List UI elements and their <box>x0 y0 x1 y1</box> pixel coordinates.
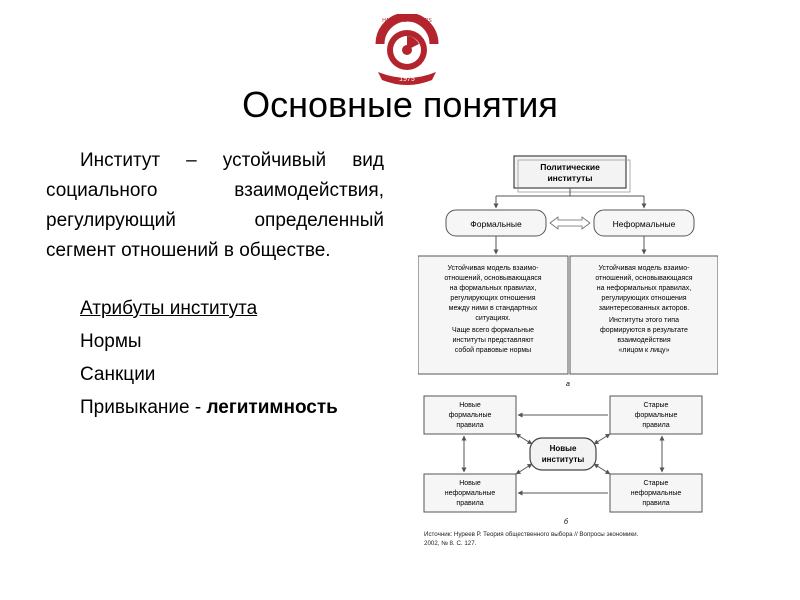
top-box-line1: Политические <box>540 162 600 172</box>
svg-text:неформальные: неформальные <box>445 490 496 497</box>
svg-text:Старые: Старые <box>644 480 669 487</box>
diagram-a: Политические институты Формальные Неформ… <box>418 155 718 388</box>
svg-text:между ними в стандартных: между ними в стандартных <box>449 305 538 312</box>
svg-text:Институты этого типа: Институты этого типа <box>609 317 679 324</box>
svg-text:правила: правила <box>456 422 483 429</box>
formal-description-box <box>418 255 569 375</box>
diagram-b: Новые формальные правила Старые формальн… <box>423 395 703 526</box>
logo-motto: HABEMUS TALENTIS <box>382 18 432 24</box>
svg-text:Устойчивая модель взаимо-: Устойчивая модель взаимо- <box>599 264 691 272</box>
old-formal-box <box>609 395 703 435</box>
top-box-line2: институты <box>547 173 592 183</box>
university-logo: HABEMUS TALENTIS 1975 <box>375 14 439 85</box>
informal-description: Устойчивая модель взаимо- отношений, осн… <box>595 264 692 354</box>
attributes-list: Атрибуты института Нормы Санкции Привыка… <box>80 292 338 424</box>
svg-text:формальные: формальные <box>449 412 492 419</box>
new-institutions-box <box>529 437 597 471</box>
formal-description: Устойчивая модель взаимо- отношений, осн… <box>444 264 541 354</box>
svg-text:Старые: Старые <box>644 402 669 409</box>
svg-text:отношений, основывающаяся: отношений, основывающаяся <box>444 274 541 282</box>
svg-text:ситуациях.: ситуациях. <box>475 315 510 322</box>
svg-text:Новые: Новые <box>550 444 577 453</box>
svg-text:правила: правила <box>456 500 483 507</box>
informal-label: Неформальные <box>613 219 676 229</box>
double-arrow <box>549 216 591 230</box>
svg-text:Новые: Новые <box>459 480 481 487</box>
svg-text:регулирующих отношения: регулирующих отношения <box>601 295 686 302</box>
svg-text:формируются в результате: формируются в результате <box>600 327 688 334</box>
svg-text:Чаще всего формальные: Чаще всего формальные <box>452 327 534 334</box>
svg-text:институты: институты <box>542 455 585 464</box>
svg-text:отношений, основывающаяся: отношений, основывающаяся <box>595 274 692 282</box>
habit-prefix: Привыкание - <box>80 397 207 418</box>
slide-title: Основные понятия <box>242 84 558 125</box>
habit-legitimacy: легитимность <box>206 397 338 418</box>
old-informal-box <box>609 473 703 513</box>
svg-text:Новые: Новые <box>459 402 481 409</box>
institution-definition: Институт – устойчивый вид социального вз… <box>46 150 384 261</box>
formal-label: Формальные <box>470 219 522 229</box>
political-institutions-box <box>513 155 627 189</box>
informal-description-box <box>569 255 718 375</box>
new-informal-box <box>423 473 517 513</box>
svg-text:взаимодействия: взаимодействия <box>617 336 670 344</box>
svg-text:на формальных правилах,: на формальных правилах, <box>450 285 537 292</box>
source-line1: Источник: Нуреев Р. Теория общественного… <box>424 531 639 538</box>
caption-b: б <box>564 518 569 526</box>
attribute-norms: Нормы <box>80 331 142 352</box>
svg-text:собой правовые нормы: собой правовые нормы <box>455 346 531 354</box>
svg-text:правила: правила <box>642 422 669 429</box>
svg-text:правила: правила <box>642 500 669 507</box>
attribute-sanctions: Санкции <box>80 364 156 385</box>
new-formal-box <box>423 395 517 435</box>
source-line2: 2002, № 8. С. 127. <box>424 540 477 547</box>
svg-text:«лицом к лицу»: «лицом к лицу» <box>619 347 670 354</box>
attributes-heading: Атрибуты института <box>80 298 258 319</box>
svg-text:формальные: формальные <box>635 412 678 419</box>
svg-text:заинтересованных акторов.: заинтересованных акторов. <box>599 305 689 312</box>
caption-a: а <box>566 381 570 388</box>
attribute-habit: Привыкание - легитимность <box>80 391 338 424</box>
svg-text:институты представляют: институты представляют <box>452 337 534 344</box>
svg-text:регулирующих отношения: регулирующих отношения <box>450 295 535 302</box>
svg-text:неформальные: неформальные <box>631 490 682 497</box>
svg-text:Устойчивая модель взаимо-: Устойчивая модель взаимо- <box>448 264 540 272</box>
institutions-diagram: Политические институты Формальные Неформ… <box>418 155 718 547</box>
svg-text:на неформальных правилах,: на неформальных правилах, <box>597 285 691 292</box>
logo-year: 1975 <box>399 76 415 83</box>
